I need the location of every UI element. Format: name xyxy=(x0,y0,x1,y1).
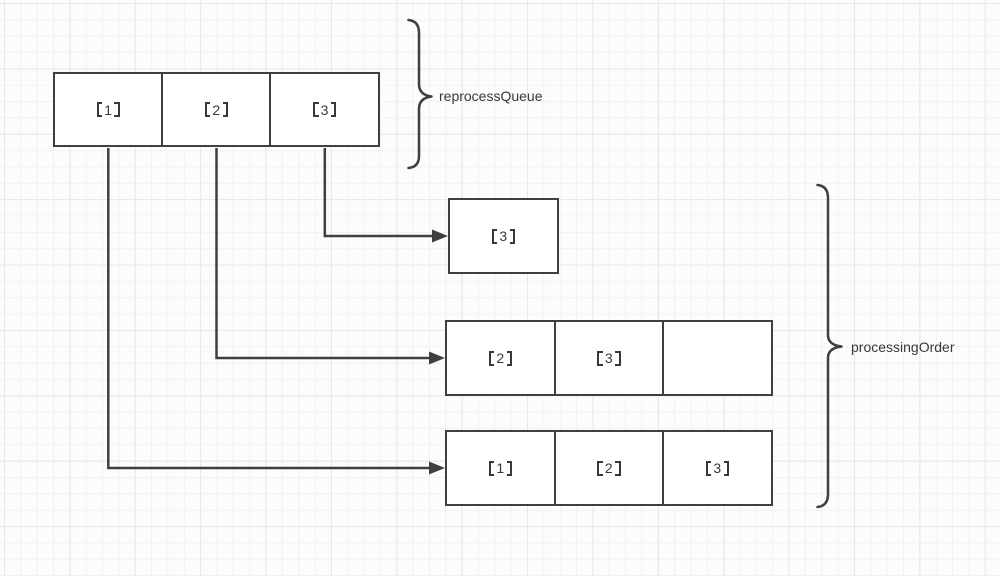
arrow-cell3-line xyxy=(323,148,433,238)
arrow-cell3-arrowhead-icon xyxy=(432,229,448,243)
left-lenticular-bracket-icon xyxy=(313,102,319,117)
arrow-cell2-to-step2 xyxy=(215,148,445,365)
cell-label: 1 xyxy=(96,101,120,118)
cell-label: 2 xyxy=(488,350,513,366)
reprocess-queue-cell-3: 3 xyxy=(269,72,381,147)
left-lenticular-bracket-icon xyxy=(491,228,498,244)
left-lenticular-bracket-icon xyxy=(705,460,712,476)
cell-label: 3 xyxy=(705,460,730,476)
right-lenticular-bracket-icon xyxy=(506,350,513,366)
right-lenticular-bracket-icon xyxy=(723,460,730,476)
step2-cell-1: 2 xyxy=(445,320,556,396)
cell-label: 2 xyxy=(597,460,621,476)
arrow-cell1-to-step3 xyxy=(107,148,445,475)
step3-cell-1: 1 xyxy=(445,430,556,506)
right-lenticular-bracket-icon xyxy=(222,102,229,117)
reprocess-queue-label: reprocessQueue xyxy=(439,88,543,104)
step2-cell-3-empty xyxy=(662,320,773,396)
left-lenticular-bracket-icon xyxy=(488,460,495,476)
cell-digit: 1 xyxy=(104,101,113,118)
left-lenticular-bracket-icon xyxy=(204,102,211,117)
arrow-cell2-arrowhead-icon xyxy=(429,351,445,365)
right-lenticular-bracket-icon xyxy=(506,460,513,476)
processing-order-label: processingOrder xyxy=(851,339,955,355)
right-lenticular-bracket-icon xyxy=(330,102,337,117)
cell-digit: 2 xyxy=(604,460,614,476)
reprocess-queue-row: 1 2 3 xyxy=(53,72,381,147)
cell-label: 1 xyxy=(488,460,513,476)
arrow-cell1-line xyxy=(107,148,430,470)
step2-cell-2: 3 xyxy=(553,320,665,396)
cell-digit: 2 xyxy=(496,350,505,366)
cell-label: 3 xyxy=(313,101,337,118)
processing-order-brace xyxy=(816,183,843,509)
step3-cell-3: 3 xyxy=(662,430,773,506)
cell-label: 3 xyxy=(491,228,516,244)
cell-label: 3 xyxy=(597,350,621,366)
right-lenticular-bracket-icon xyxy=(615,460,621,476)
cell-digit: 3 xyxy=(320,101,329,118)
step1-cell-1: 3 xyxy=(448,198,559,274)
cell-label: 2 xyxy=(204,101,229,118)
left-lenticular-bracket-icon xyxy=(597,350,603,366)
cell-digit: 2 xyxy=(212,101,221,118)
reprocess-queue-brace xyxy=(407,18,433,170)
cell-digit: 1 xyxy=(496,460,505,476)
arrow-cell3-to-step1 xyxy=(323,148,448,243)
right-lenticular-bracket-icon xyxy=(615,350,621,366)
cell-digit: 3 xyxy=(713,460,722,476)
reprocess-queue-cell-2: 2 xyxy=(161,72,272,147)
processing-order-step1-row: 3 xyxy=(448,198,559,274)
processing-order-step3-row: 1 2 3 xyxy=(445,430,773,506)
step3-cell-2: 2 xyxy=(553,430,665,506)
left-lenticular-bracket-icon xyxy=(488,350,495,366)
cell-digit: 3 xyxy=(604,350,614,366)
cell-digit: 3 xyxy=(499,228,508,244)
left-lenticular-bracket-icon xyxy=(597,460,603,476)
right-lenticular-bracket-icon xyxy=(114,102,120,117)
left-lenticular-bracket-icon xyxy=(96,102,103,117)
arrow-cell1-arrowhead-icon xyxy=(429,461,445,475)
arrow-cell2-line xyxy=(215,148,430,360)
reprocess-queue-cell-1: 1 xyxy=(53,72,164,147)
processing-order-step2-row: 2 3 xyxy=(445,320,773,396)
right-lenticular-bracket-icon xyxy=(509,228,516,244)
